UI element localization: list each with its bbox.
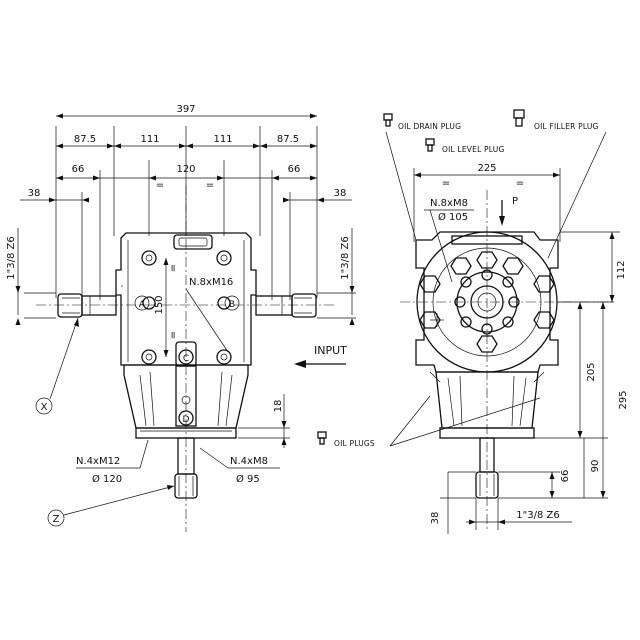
eq-mark-right: = (206, 180, 214, 191)
marker-z-circle (47, 509, 65, 527)
dim-397: 397 (176, 104, 195, 115)
dim-150: 150 (154, 295, 165, 314)
dim-shaft-left: 1"3/8 Z6 (6, 236, 17, 279)
label-bolts-m16: N.8xM16 (189, 277, 233, 288)
label-c: C (183, 354, 189, 364)
upper-housing (115, 232, 257, 366)
dim-38-left: 38 (28, 188, 41, 199)
label-flange-m12: N.4xM12 (76, 456, 120, 467)
dim-87-5-right: 87.5 (277, 134, 299, 145)
label-oil-level: OIL LEVEL PLUG (442, 145, 504, 154)
dim-shaft-bottom: 1"3/8 Z6 (516, 510, 559, 521)
right-flange-bolts (454, 269, 520, 335)
dim-66-vertical: 66 (560, 470, 571, 483)
label-oil-plugs: OIL PLUGS (334, 439, 375, 448)
eq-mark-upper: = (168, 264, 179, 272)
label-flange-m8-dia: Ø 95 (236, 473, 260, 485)
label-flange-m12-dia: Ø 120 (92, 473, 122, 485)
left-side-shaft (57, 293, 117, 318)
label-p: P (512, 196, 518, 207)
dim-111-left: 111 (140, 134, 159, 145)
right-side-shaft (255, 293, 317, 318)
right-housing (415, 231, 559, 373)
dim-90: 90 (590, 460, 601, 473)
dim-66-right: 66 (288, 164, 301, 175)
label-a: A (139, 300, 146, 310)
label-d: D (183, 415, 190, 425)
dim-87-5-left: 87.5 (74, 134, 96, 145)
dim-295: 295 (618, 390, 629, 409)
dim-shaft-right: 1"3/8 Z6 (340, 236, 351, 279)
eq-mark-r-left: = (442, 178, 450, 189)
marker-x-circle (35, 397, 53, 415)
label-x: X (41, 402, 48, 413)
label-oil-filler: OIL FILLER PLUG (534, 122, 599, 131)
label-bolts-m8: N.8xM8 (430, 198, 468, 209)
oil-level-plug-legend: OIL LEVEL PLUG (425, 138, 504, 154)
dim-120: 120 (176, 164, 195, 175)
dim-205: 205 (586, 362, 597, 381)
oil-drain-plug-legend: OIL DRAIN PLUG (383, 113, 461, 241)
label-oil-drain: OIL DRAIN PLUG (398, 122, 461, 131)
marker-b-circle (224, 295, 240, 311)
dim-66-left: 66 (72, 164, 85, 175)
label-flange-m8: N.4xM8 (230, 456, 268, 467)
label-b: B (229, 300, 235, 310)
label-z: Z (53, 514, 60, 525)
marker-a-circle (134, 295, 150, 311)
dim-225: 225 (477, 163, 496, 174)
housing-bolts (141, 250, 232, 365)
plug-d-circle (178, 410, 194, 426)
label-bolt-dia: Ø 105 (438, 211, 468, 223)
right-view: OIL DRAIN PLUG OIL LEVEL PLUG OIL FILLER… (317, 109, 629, 534)
plug-c-circle (178, 349, 194, 365)
eq-mark-lower: = (168, 331, 179, 339)
dim-111-right: 111 (213, 134, 232, 145)
dim-112: 112 (616, 260, 627, 279)
dim-38-vertical: 38 (430, 512, 441, 525)
right-housing-bolts (419, 251, 555, 353)
oil-filler-plug-legend: OIL FILLER PLUG (513, 109, 607, 259)
eq-mark-left: = (156, 180, 164, 191)
eq-mark-r-right: = (516, 178, 524, 189)
right-lower-housing (429, 371, 545, 439)
dim-18: 18 (273, 400, 284, 413)
left-view: 397 87.5 111 111 87.5 (6, 104, 356, 532)
label-input: INPUT (314, 344, 347, 357)
right-bottom-shaft (475, 437, 499, 499)
bottom-output-shaft (174, 437, 198, 499)
dim-38-right: 38 (334, 188, 347, 199)
left-top-dimensions: 397 87.5 111 111 87.5 (6, 104, 356, 325)
